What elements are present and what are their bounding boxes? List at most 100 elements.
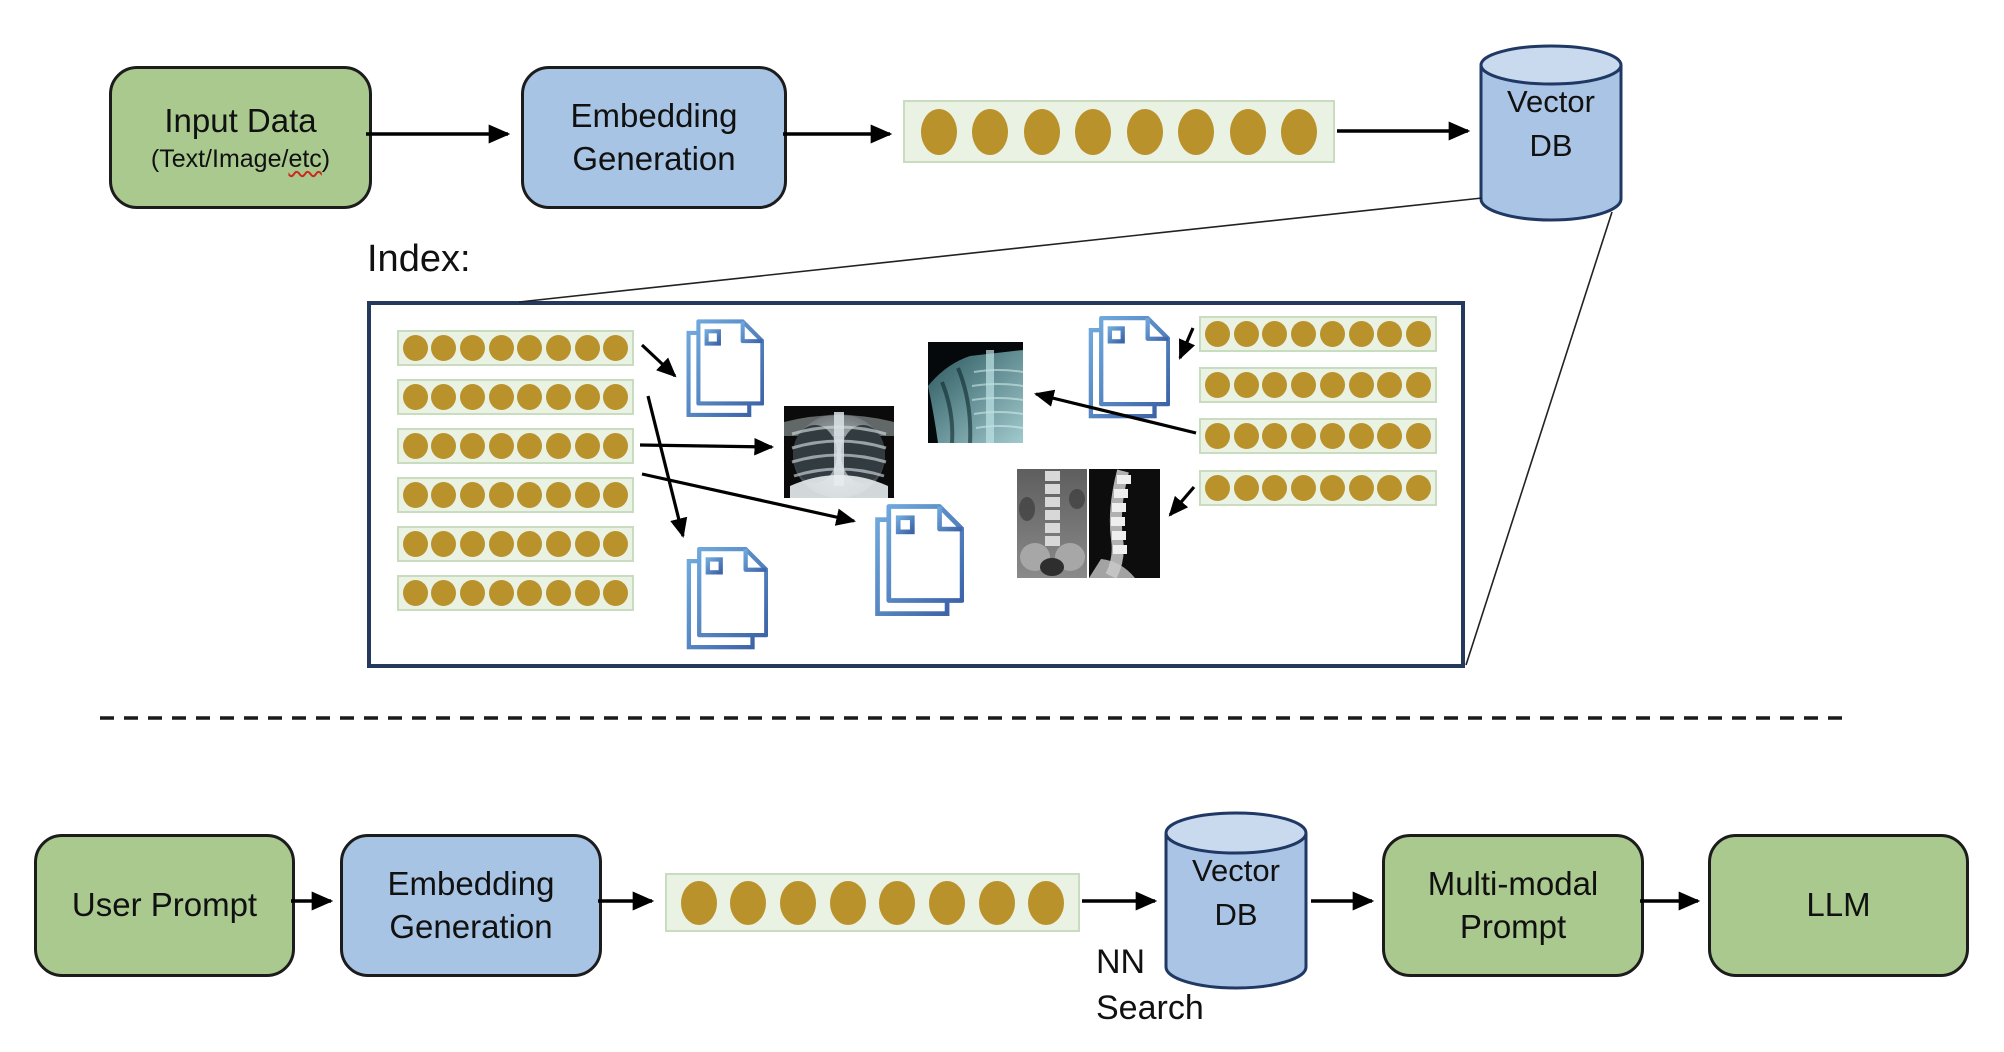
embedding-dot (1262, 423, 1288, 449)
embedding-dot (1377, 372, 1403, 398)
index-vector-row-left-1 (397, 330, 634, 366)
embedding-dot (1075, 108, 1112, 155)
embedding-dot (431, 335, 457, 361)
input-data-subtitle: (Text/Image/etc) (150, 144, 331, 173)
vector-db-label-bottom: Vector DB (1192, 853, 1280, 933)
callout-line-right (1465, 211, 1613, 666)
embedding-dot (517, 335, 543, 361)
embedding-dot (1406, 475, 1432, 501)
embedding-dot (459, 580, 485, 606)
embedding-dot (488, 531, 514, 557)
embedding-dot (488, 482, 514, 508)
embedding-dot (1204, 372, 1230, 398)
embedding-dot (545, 531, 571, 557)
embedding-dot (574, 482, 600, 508)
embedding-dot (1262, 321, 1288, 347)
index-vector-row-left-2 (397, 379, 634, 415)
multimodal-prompt-box: Multi-modal Prompt (1382, 834, 1644, 977)
embedding-dot (1319, 321, 1345, 347)
misspelled-word: etc (288, 144, 322, 173)
embedding-dot (431, 433, 457, 459)
embedding-dot (1348, 475, 1374, 501)
embedding-dot (488, 384, 514, 410)
embedding-dot (603, 384, 629, 410)
embedding-vector-bottom (665, 873, 1080, 932)
embedding-dot (1023, 108, 1060, 155)
embedding-dot (1262, 372, 1288, 398)
embedding-dot (1319, 475, 1345, 501)
index-vector-row-left-6 (397, 575, 634, 611)
embedding-dot (402, 433, 428, 459)
embedding-dot (517, 384, 543, 410)
embedding-dot (517, 433, 543, 459)
embedding-dot (545, 482, 571, 508)
embedding-dot (402, 482, 428, 508)
embedding-dot (1204, 475, 1230, 501)
embedding-dot (779, 880, 816, 925)
embedding-dot (545, 384, 571, 410)
embedding-dot (1377, 321, 1403, 347)
embedding-dot (459, 384, 485, 410)
embedding-dot (488, 335, 514, 361)
embedding-dot (1126, 108, 1163, 155)
embedding-dot (1233, 372, 1259, 398)
embedding-dot (1281, 108, 1318, 155)
embedding-dot (1406, 321, 1432, 347)
embedding-dot (1028, 880, 1065, 925)
input-data-title: Input Data (164, 102, 317, 140)
embedding-dot (1229, 108, 1266, 155)
index-vector-row-right-4 (1199, 470, 1437, 506)
vector-db-label-top: Vector DB (1507, 84, 1595, 164)
embedding-dot (517, 482, 543, 508)
embedding-dot (517, 531, 543, 557)
embedding-dot (1377, 423, 1403, 449)
embedding-dot (1377, 475, 1403, 501)
embedding-dot (603, 531, 629, 557)
embedding-generation-box-bottom: Embedding Generation (340, 834, 602, 977)
embedding-dot (1291, 423, 1317, 449)
embedding-dot (1178, 108, 1215, 155)
embedding-dot (972, 108, 1009, 155)
embedding-dot (402, 531, 428, 557)
index-vector-row-left-3 (397, 428, 634, 464)
embedding-dot (1348, 372, 1374, 398)
embedding-dot (1291, 475, 1317, 501)
llm-box: LLM (1708, 834, 1969, 977)
embedding-dot (1262, 475, 1288, 501)
embedding-dot (459, 531, 485, 557)
embedding-dot (431, 580, 457, 606)
embedding-dot (574, 580, 600, 606)
embedding-dot (920, 108, 957, 155)
embedding-dot (517, 580, 543, 606)
embedding-dot (1319, 423, 1345, 449)
embedding-dot (1348, 321, 1374, 347)
embedding-dot (978, 880, 1015, 925)
embedding-dot (1233, 321, 1259, 347)
embedding-dot (1406, 423, 1432, 449)
embedding-dot (680, 880, 717, 925)
index-vector-row-left-4 (397, 477, 634, 513)
index-vector-row-right-1 (1199, 316, 1437, 352)
embedding-dot (1319, 372, 1345, 398)
embedding-dot (829, 880, 866, 925)
embedding-dot (1348, 423, 1374, 449)
embedding-dot (1233, 475, 1259, 501)
callout-line-left (518, 197, 1483, 303)
embedding-dot (431, 384, 457, 410)
embedding-dot (488, 433, 514, 459)
embedding-dot (459, 482, 485, 508)
embedding-dot (431, 531, 457, 557)
embedding-vector-top (903, 100, 1335, 163)
embedding-dot (402, 580, 428, 606)
embedding-dot (1291, 321, 1317, 347)
embedding-dot (1233, 423, 1259, 449)
embedding-dot (574, 335, 600, 361)
embedding-dot (730, 880, 767, 925)
embedding-dot (459, 335, 485, 361)
embedding-dot (879, 880, 916, 925)
embedding-dot (459, 433, 485, 459)
embedding-dot (603, 580, 629, 606)
embedding-dot (545, 433, 571, 459)
nn-search-label: NN Search (1096, 943, 1204, 1027)
